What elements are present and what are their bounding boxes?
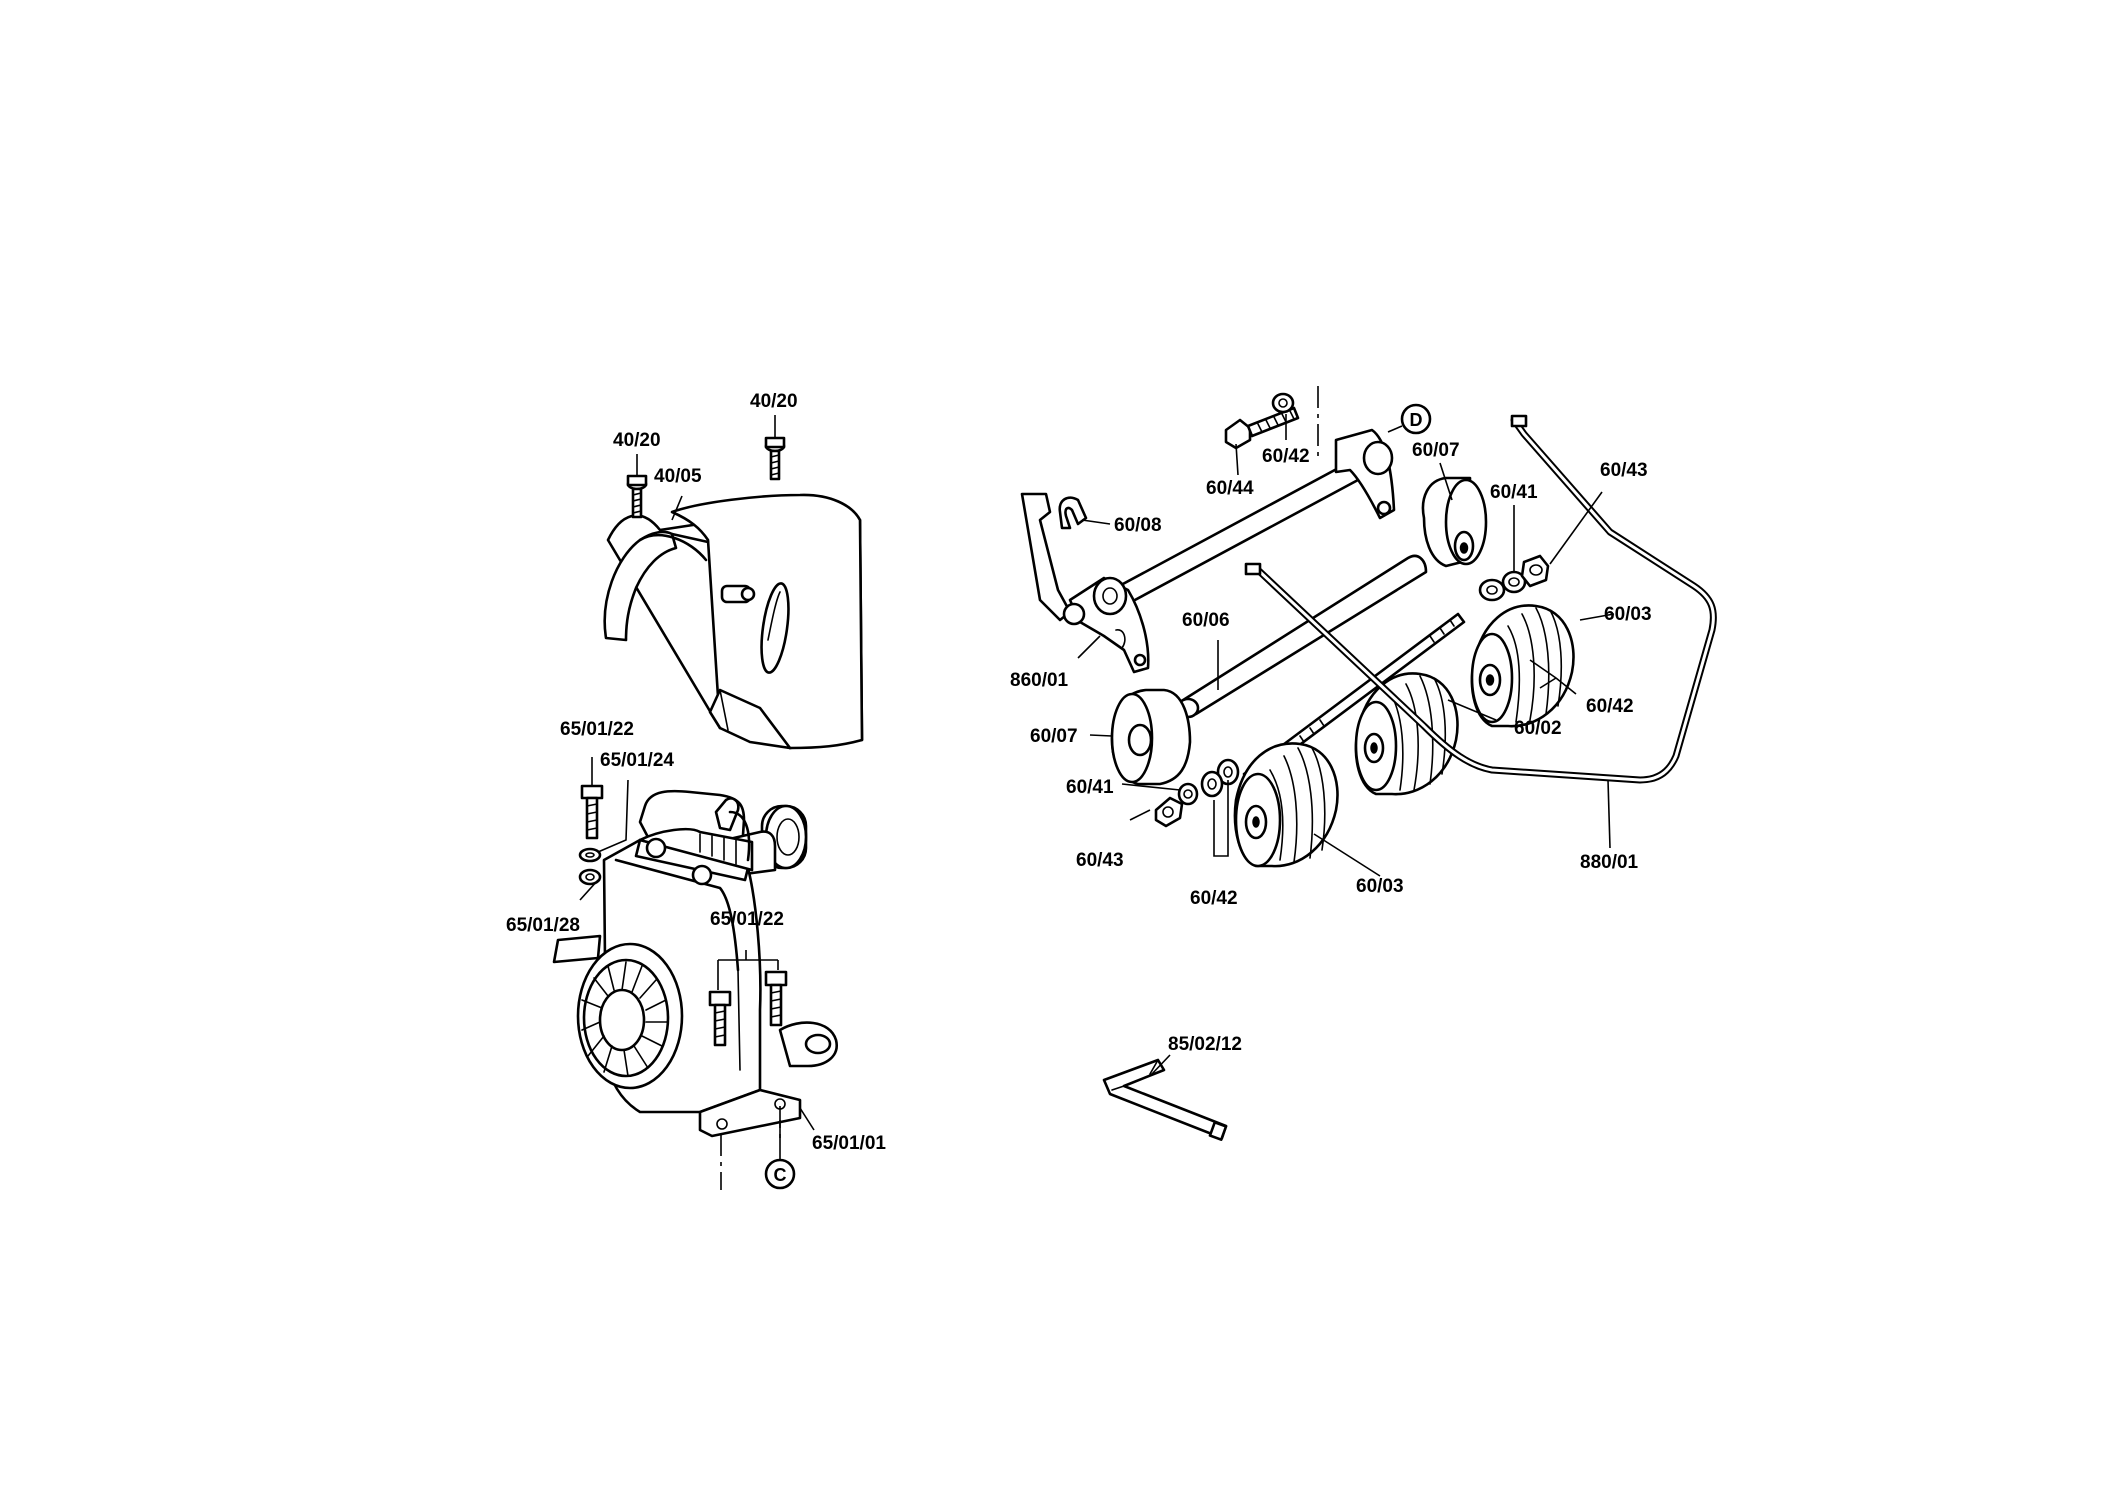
label-60-42-a: 60/42 <box>1262 446 1310 467</box>
label-60-44: 60/44 <box>1206 478 1254 499</box>
label-60-42-b: 60/42 <box>1190 888 1238 909</box>
label-65-01-22-a: 65/01/22 <box>560 719 634 740</box>
label-65-01-24: 65/01/24 <box>600 750 674 771</box>
wheel-60-07-left <box>1110 688 1192 786</box>
bolt-40-20-b <box>764 436 786 481</box>
allen-key-85-02-12 <box>1102 1058 1228 1141</box>
label-60-03-a: 60/03 <box>1604 604 1652 625</box>
wheel-60-07-right <box>1421 476 1488 568</box>
label-85-02-12: 85/02/12 <box>1168 1034 1242 1055</box>
leader-lines <box>579 414 1615 1160</box>
cover-part <box>603 436 864 750</box>
callout-C-text: C <box>774 1165 787 1185</box>
label-65-01-28: 65/01/28 <box>506 915 580 936</box>
callout-C: C <box>764 1158 796 1190</box>
label-860-01: 860/01 <box>1010 670 1069 691</box>
roller-60-03-right <box>1470 604 1575 728</box>
label-880-01: 880/01 <box>1580 852 1639 873</box>
bolt-65-01-22-top <box>580 784 604 840</box>
label-60-43-a: 60/43 <box>1600 460 1648 481</box>
label-60-41-a: 60/41 <box>1490 482 1538 503</box>
label-60-06: 60/06 <box>1182 610 1230 631</box>
label-60-41-b: 60/41 <box>1066 777 1114 798</box>
label-40-20-a: 40/20 <box>613 430 661 451</box>
label-65-01-22-b: 65/01/22 <box>710 909 784 930</box>
label-60-07-b: 60/07 <box>1030 726 1078 747</box>
label-60-02: 60/02 <box>1514 718 1562 739</box>
label-40-20-b: 40/20 <box>750 391 798 412</box>
label-40-05: 40/05 <box>654 466 702 487</box>
bolt-60-44 <box>1224 406 1300 450</box>
label-60-03-b: 60/03 <box>1356 876 1404 897</box>
callout-D: D <box>1400 403 1432 435</box>
callout-D-text: D <box>1410 410 1423 430</box>
engine-part <box>552 784 838 1190</box>
label-60-42-c: 60/42 <box>1586 696 1634 717</box>
bolt-40-20-a <box>626 474 648 519</box>
label-60-07-a: 60/07 <box>1412 440 1460 461</box>
label-60-43-b: 60/43 <box>1076 850 1124 871</box>
roller-60-03-left <box>1233 742 1339 868</box>
roller-60-03-middle <box>1354 672 1459 796</box>
label-65-01-01: 65/01/01 <box>812 1133 886 1154</box>
label-60-08: 60/08 <box>1114 515 1162 536</box>
bolt-65-01-22-b <box>764 970 788 1027</box>
part-labels: 40/20 40/20 40/05 65/01/22 65/01/24 65/0… <box>506 391 1652 1154</box>
bolt-65-01-22-a <box>708 990 732 1047</box>
roller-assembly <box>1020 386 1717 868</box>
